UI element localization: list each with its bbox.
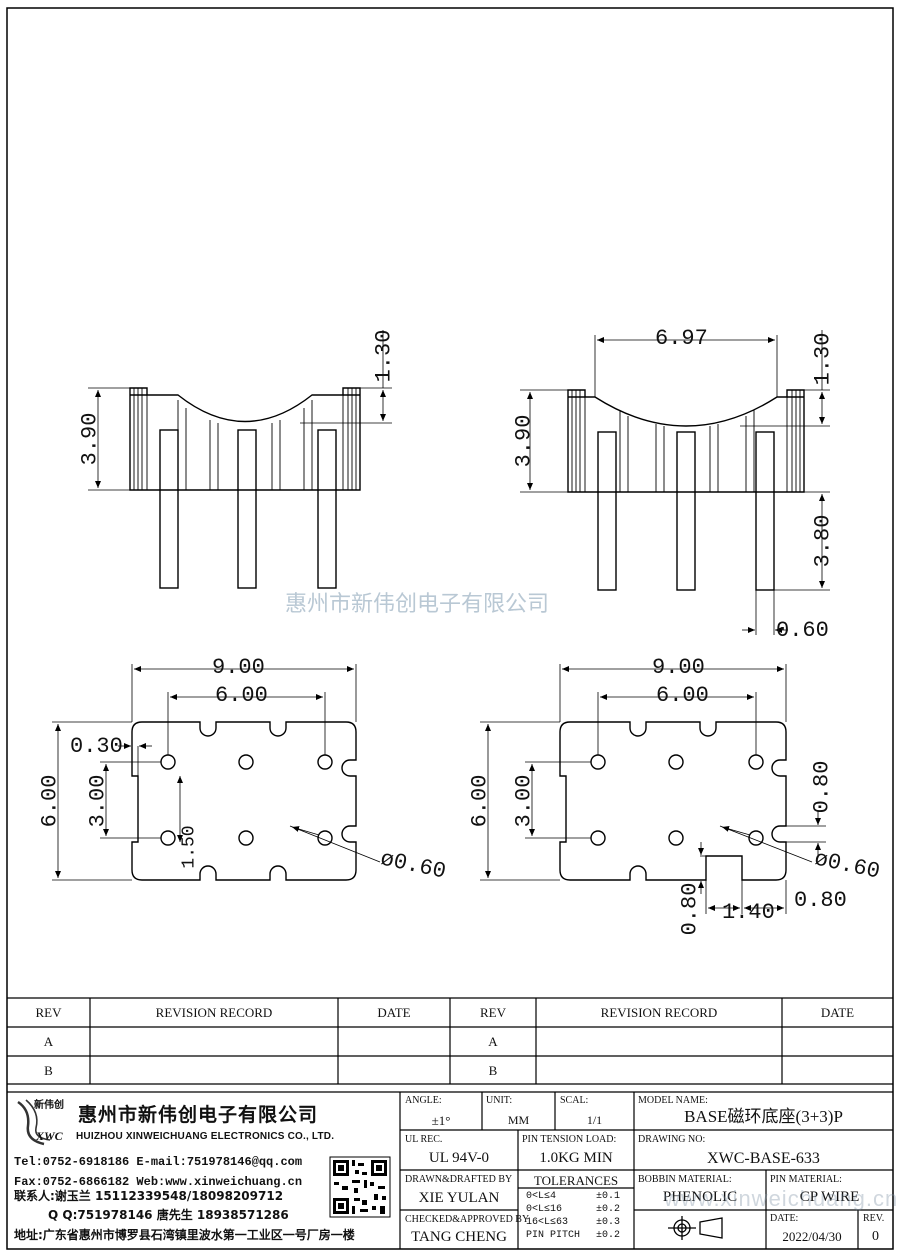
- dim-plan-left-offset: 0.30: [70, 734, 123, 759]
- dim-side-right-height: 3.90: [511, 414, 537, 468]
- bobbin-material-label: BOBBIN MATERIAL:: [638, 1174, 732, 1185]
- dim-plan-right-edge: 0.80: [794, 888, 847, 913]
- revision-table-grid: [7, 997, 893, 1093]
- unit-value: MM: [507, 1113, 530, 1127]
- rev-row-b-left: B: [44, 1063, 53, 1078]
- pin-tension-label: PIN TENSION LOAD:: [522, 1134, 617, 1145]
- projection-symbol-icon: [668, 1216, 723, 1240]
- dim-side-left-height: 3.90: [77, 412, 103, 466]
- company-logo-mark: [17, 1099, 51, 1146]
- date-header-right: DATE: [820, 1005, 855, 1020]
- company-fax-web: Fax:0752-6866182 Web:www.xinweichuang.cn: [14, 1175, 303, 1189]
- dim-plan-left-pitch-x: 6.00: [215, 683, 268, 708]
- rev-row-a-right: A: [488, 1034, 498, 1049]
- rev-label: REV.: [863, 1213, 885, 1224]
- rev-header-right: REV: [480, 1005, 506, 1020]
- dim-plan-left-pitch-y: 3.00: [85, 774, 111, 828]
- company-qq: Q Q:751978146 唐先生 18938571286: [48, 1208, 289, 1222]
- dim-plan-left-height: 6.00: [37, 774, 63, 828]
- dim-plan-right-notch-width: 1.40: [722, 900, 775, 925]
- date-label: DATE:: [770, 1213, 799, 1224]
- dim-side-right-pin-length: 3.80: [810, 514, 836, 568]
- ul-rec-label: UL REC.: [405, 1134, 443, 1145]
- side-view-left: [88, 330, 392, 589]
- dim-plan-right-pitch-y: 3.00: [511, 774, 537, 828]
- dim-plan-right-pitch-x: 6.00: [656, 683, 709, 708]
- dim-plan-right-height: 6.00: [467, 774, 493, 828]
- drawn-by-label: DRAWN&DRAFTED BY: [405, 1174, 513, 1185]
- sheet-border: [6, 7, 894, 1250]
- ul-rec-value: UL 94V-0: [428, 1150, 490, 1166]
- dim-side-right-top-depth: 1.30: [810, 332, 836, 386]
- model-name-value: BASE磁环底座(3+3)P: [684, 1107, 843, 1126]
- pin-material-value: CP WIRE: [799, 1189, 860, 1205]
- company-contact: 联系人:谢玉兰 15112339548/18098209712: [14, 1189, 284, 1203]
- company-name-cn: 惠州市新伟创电子有限公司: [78, 1104, 319, 1126]
- date-value: 2022/04/30: [782, 1229, 842, 1244]
- company-tel-email: Tel:0752-6918186 E-mail:751978146@qq.com: [14, 1155, 303, 1169]
- dim-plan-left-inner: 1.50: [179, 825, 200, 869]
- model-name-label: MODEL NAME:: [638, 1095, 708, 1106]
- scale-value: 1/1: [586, 1113, 603, 1127]
- rev-header-left: REV: [35, 1005, 62, 1020]
- dim-side-left-top-depth: 1.30: [371, 329, 397, 383]
- tolerance-value-4: ±0.2: [596, 1230, 621, 1241]
- tolerance-value-2: ±0.2: [596, 1204, 621, 1215]
- logo-chinese: 新伟创: [34, 1100, 64, 1111]
- revision-record-header-left: REVISION RECORD: [155, 1005, 273, 1020]
- revision-record-header-right: REVISION RECORD: [600, 1005, 718, 1020]
- pin-tension-value: 1.0KG MIN: [539, 1150, 613, 1166]
- watermark-text: 惠州市新伟创电子有限公司: [285, 592, 550, 617]
- website-watermark: www.xinweichuang.cn: [664, 1186, 899, 1211]
- plan-view-right: [480, 664, 826, 914]
- unit-label: UNIT:: [486, 1095, 513, 1106]
- drawing-no-label: DRAWING NO:: [638, 1134, 706, 1145]
- scale-label: SCAL:: [560, 1095, 589, 1106]
- rev-row-b-right: B: [488, 1063, 498, 1078]
- dim-plan-left-width: 9.00: [212, 655, 265, 680]
- checked-by-value: TANG CHENG: [411, 1229, 507, 1245]
- dim-side-right-pin-width: 0.60: [776, 618, 829, 643]
- drawing-no-value: XWC-BASE-633: [707, 1150, 820, 1167]
- rev-value: 0: [872, 1229, 879, 1244]
- dim-plan-right-notch-depth: 0.80: [809, 760, 835, 814]
- tolerances-label: TOLERANCES: [533, 1173, 619, 1188]
- tolerance-range-1: 0<L≤4: [526, 1191, 557, 1202]
- title-block-grid: [399, 1092, 893, 1249]
- logo-text: XWC: [36, 1129, 63, 1143]
- company-address: 地址:广东省惠州市博罗县石湾镇里波水第一工业区一号厂房一楼: [14, 1228, 355, 1242]
- angle-value: ±1°: [431, 1113, 451, 1128]
- bobbin-material-value: PHENOLIC: [662, 1189, 738, 1205]
- dim-plan-right-notch-height: 0.80: [677, 882, 703, 936]
- tolerance-value-1: ±0.1: [596, 1191, 621, 1202]
- angle-label: ANGLE:: [405, 1095, 442, 1106]
- dim-plan-right-width: 9.00: [652, 655, 705, 680]
- company-name-en: HUIZHOU XINWEICHUANG ELECTRONICS CO., LT…: [76, 1131, 335, 1142]
- tolerance-range-2: 0<L≤16: [526, 1204, 563, 1215]
- pin-material-label: PIN MATERIAL:: [770, 1174, 842, 1185]
- tolerance-value-3: ±0.3: [596, 1217, 621, 1228]
- drawn-by-value: XIE YULAN: [418, 1190, 500, 1206]
- rev-row-a-left: A: [43, 1034, 54, 1049]
- date-header-left: DATE: [377, 1005, 411, 1020]
- dim-side-right-width: 6.97: [655, 326, 708, 351]
- side-view-right: [520, 330, 830, 635]
- qr-code-icon: [329, 1156, 391, 1218]
- plan-view-left: [52, 664, 381, 881]
- tolerance-range-4: PIN PITCH: [526, 1230, 581, 1241]
- checked-by-label: CHECKED&APPROVED BY: [405, 1214, 530, 1225]
- tolerance-range-3: 16<L≤63: [526, 1217, 569, 1228]
